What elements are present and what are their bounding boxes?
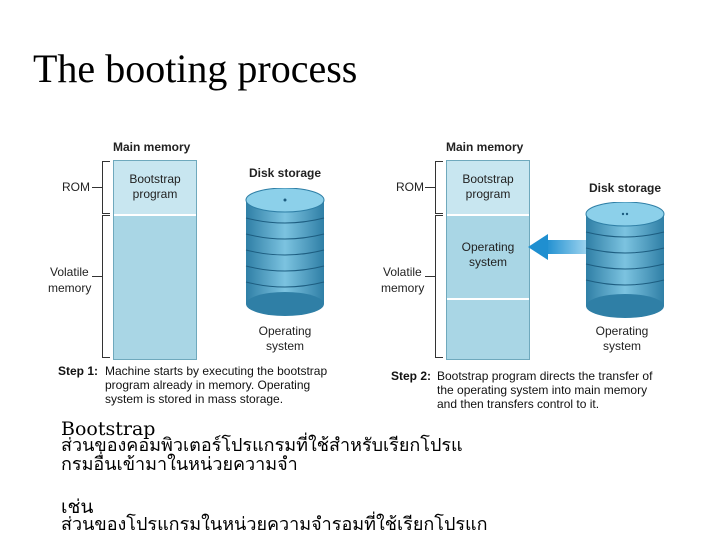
step1-volatile-line1: Volatile	[50, 265, 89, 279]
step1-caption-line2: program already in memory. Operating	[105, 378, 311, 392]
step2-rom-brace-top	[435, 161, 443, 162]
notes-line1: Bootstrap	[61, 418, 156, 440]
step2-bootstrap-line2: program	[465, 187, 511, 201]
step1-volatile-brace-bottom	[102, 357, 110, 358]
step2-volatile-pointer	[425, 276, 435, 277]
step2-mem-os-line2: system	[468, 255, 507, 269]
step1-volatile-brace-top	[102, 215, 110, 216]
step1-os-line2: system	[265, 339, 304, 353]
step2-rom-brace	[435, 161, 436, 213]
step1-bootstrap-block	[114, 161, 196, 216]
step1-rom-brace-top	[102, 161, 110, 162]
step2-volatile-line1: Volatile	[383, 265, 422, 279]
step2-main-memory-label: Main memory	[446, 140, 524, 154]
step2-caption-step-label: Step 2:	[391, 369, 432, 383]
notes-line2: ส่วนของคอมพิวเตอร์โปรแกรมที่ใช้สำหรับเรี…	[61, 435, 463, 456]
step1-volatile-line2: memory	[48, 281, 92, 295]
step2-disk-label: Disk storage	[589, 181, 662, 195]
notes-line3: กรมอื่นเข้ามาในหน่วยความจำ	[61, 454, 298, 475]
step1-volatile-brace	[102, 215, 103, 357]
step2-caption-line3: and then transfers control to it.	[437, 397, 600, 411]
step1-rom-pointer	[92, 187, 102, 188]
step1-rom-label: ROM	[62, 180, 90, 194]
step2-bootstrap-line1: Bootstrap	[462, 172, 514, 186]
step2-caption: Bootstrap program directs the transfer o…	[437, 369, 707, 411]
step2-volatile-brace	[435, 215, 436, 357]
step2-os-line2: system	[602, 339, 641, 353]
notes-line5: ส่วนของโปรแกรมในหน่วยความจำรอมที่ใช้เรีย…	[61, 514, 488, 535]
step1-bootstrap-line2: program	[132, 187, 178, 201]
step1-disk-stack	[245, 188, 325, 316]
step2-disk-stack	[585, 202, 665, 318]
step2-volatile-brace-top	[435, 215, 443, 216]
step2-rom-brace-bottom	[435, 213, 443, 214]
step2-rom-label: ROM	[396, 180, 424, 194]
step1-caption: Machine starts by executing the bootstra…	[105, 364, 355, 406]
step2-caption-step: Step 2:	[391, 369, 431, 383]
step1-disk-label: Disk storage	[249, 166, 322, 180]
step1-volatile-pointer	[92, 276, 102, 277]
step2-caption-line1: Bootstrap program directs the transfer o…	[437, 369, 653, 383]
step1-rom-brace	[102, 161, 103, 213]
step2-caption-line2: the operating system into main memory	[437, 383, 648, 397]
step1-bootstrap-line1: Bootstrap	[129, 172, 181, 186]
step2-transfer-arrow	[528, 234, 598, 260]
step1-caption-line3: system is stored in mass storage.	[105, 392, 284, 406]
step1-caption-step: Step 1:	[58, 364, 98, 378]
step1-main-memory-label: Main memory	[113, 140, 191, 154]
step2-rom-pointer	[425, 187, 435, 188]
notes-line4: เช่น	[61, 496, 94, 518]
step2-os-block-divider	[447, 298, 529, 300]
step2-bootstrap-block	[447, 161, 529, 216]
step2-volatile-brace-bottom	[435, 357, 443, 358]
step1-caption-step-label: Step 1:	[58, 364, 99, 378]
step1-rom-brace-bottom	[102, 213, 110, 214]
step2-os-line1: Operating	[595, 324, 649, 338]
slide-title: The booting process	[33, 46, 358, 91]
step1-os-line1: Operating	[258, 324, 312, 338]
step1-caption-line1: Machine starts by executing the bootstra…	[105, 364, 328, 378]
step2-mem-os-line1: Operating	[461, 240, 515, 254]
step2-volatile-line2: memory	[381, 281, 425, 295]
